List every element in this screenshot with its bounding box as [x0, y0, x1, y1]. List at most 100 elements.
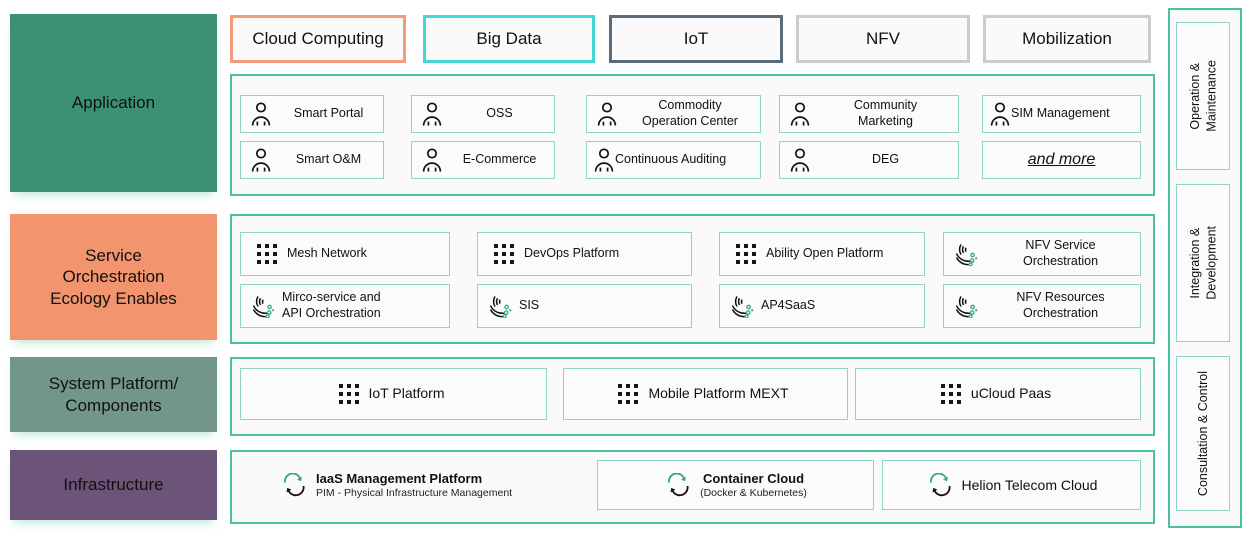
- app-item-smart-om[interactable]: Smart O&M: [240, 141, 384, 179]
- app-item-community-marketing[interactable]: Community Marketing: [779, 95, 959, 133]
- app-item-oss[interactable]: OSS: [411, 95, 555, 133]
- tab-cloud-computing[interactable]: Cloud Computing: [230, 15, 406, 63]
- person-icon: [251, 148, 271, 172]
- layer-label-infrastructure: Infrastructure: [10, 450, 217, 520]
- sidebar-item-label: Consultation & Control: [1195, 370, 1210, 497]
- tab-big-data[interactable]: Big Data: [423, 15, 595, 63]
- layer-label-service-orchestration: Service Orchestration Ecology Enables: [10, 214, 217, 340]
- sys-item-iot-platform[interactable]: IoT Platform: [240, 368, 547, 420]
- infra-item-title: Helion Telecom Cloud: [961, 476, 1098, 493]
- sys-item-ucloud-paas[interactable]: uCloud Paas: [855, 368, 1141, 420]
- sidebar-item-label: Operation & Maintenance: [1187, 60, 1218, 132]
- app-item-deg[interactable]: DEG: [779, 141, 959, 179]
- grid-icon: [940, 384, 961, 404]
- app-item-label: Smart Portal: [293, 106, 364, 121]
- orchestration-icon: [955, 296, 978, 318]
- app-item-label: OSS: [486, 106, 513, 121]
- person-icon: [790, 148, 810, 172]
- svc-item-devops-platform[interactable]: DevOps Platform: [477, 232, 692, 276]
- svc-item-sis[interactable]: SIS: [477, 284, 692, 328]
- infra-item-iaas-management-platform[interactable]: IaaS Management Platform PIM - Physical …: [270, 460, 580, 510]
- person-icon: [422, 102, 442, 126]
- app-item-label: Community Marketing: [853, 98, 918, 128]
- infra-item-text: Container Cloud (Docker & Kubernetes): [700, 471, 807, 499]
- app-item-label: DEG: [871, 152, 900, 167]
- tab-nfv[interactable]: NFV: [796, 15, 970, 63]
- app-item-label: E-Commerce: [462, 152, 537, 167]
- svc-item-label: SIS: [519, 298, 540, 313]
- sys-item-label: Mobile Platform MEXT: [648, 385, 789, 402]
- app-item-sim-management[interactable]: SIM Management: [982, 95, 1141, 133]
- infra-item-container-cloud[interactable]: Container Cloud (Docker & Kubernetes): [597, 460, 874, 510]
- orchestration-icon: [955, 244, 978, 266]
- svc-item-label: Ability Open Platform: [766, 246, 884, 261]
- grid-icon: [736, 244, 756, 264]
- layer-label-text: Infrastructure: [63, 475, 164, 495]
- svc-item-ability-open-platform[interactable]: Ability Open Platform: [719, 232, 925, 276]
- infra-item-helion-telecom-cloud[interactable]: Helion Telecom Cloud: [882, 460, 1141, 510]
- tab-label: IoT: [683, 29, 709, 48]
- svc-item-label: Mesh Network: [287, 246, 367, 261]
- app-item-and-more[interactable]: and more: [982, 141, 1141, 179]
- layer-label-system-platform: System Platform/ Components: [10, 357, 217, 432]
- cloud-icon: [668, 473, 689, 497]
- app-item-e-commerce[interactable]: E-Commerce: [411, 141, 555, 179]
- infra-item-subtitle: (Docker & Kubernetes): [700, 486, 807, 499]
- sys-item-label: IoT Platform: [368, 385, 445, 402]
- grid-icon: [618, 384, 639, 404]
- person-icon: [594, 148, 614, 172]
- orchestration-icon: [489, 296, 512, 318]
- grid-icon: [494, 244, 514, 264]
- app-item-label: and more: [1027, 151, 1096, 168]
- infra-item-subtitle: PIM - Physical Infrastructure Management: [316, 486, 513, 499]
- tab-label: NFV: [866, 29, 900, 48]
- app-item-label: Continuous Auditing: [615, 152, 727, 167]
- person-icon: [990, 102, 1010, 126]
- sidebar-item-consultation-control[interactable]: Consultation & Control: [1176, 356, 1230, 511]
- infra-item-title: Container Cloud: [702, 470, 805, 486]
- svc-item-nfv-resources-orchestration[interactable]: NFV Resources Orchestration: [943, 284, 1141, 328]
- svc-item-ap4saas[interactable]: AP4SaaS: [719, 284, 925, 328]
- layer-label-text: System Platform/ Components: [48, 374, 179, 415]
- person-icon: [422, 148, 442, 172]
- svc-item-label: DevOps Platform: [524, 246, 620, 261]
- svc-item-label: Mirco-service and API Orchestration: [282, 290, 381, 320]
- infra-item-title: IaaS Management Platform: [316, 470, 483, 486]
- infra-item-text: IaaS Management Platform PIM - Physical …: [316, 471, 580, 499]
- sidebar-item-label: Integration & Development: [1187, 226, 1218, 300]
- app-item-commodity-operation-center[interactable]: Commodity Operation Center: [586, 95, 761, 133]
- infra-item-text: Helion Telecom Cloud: [962, 477, 1098, 494]
- cloud-icon: [929, 473, 951, 497]
- layer-label-text: Service Orchestration Ecology Enables: [50, 246, 177, 308]
- app-item-label: Commodity Operation Center: [642, 98, 738, 128]
- sidebar-item-operation-maintenance[interactable]: Operation & Maintenance: [1176, 22, 1230, 170]
- tab-iot[interactable]: IoT: [609, 15, 783, 63]
- svc-item-nfv-service-orchestration[interactable]: NFV Service Orchestration: [943, 232, 1141, 276]
- tab-mobilization[interactable]: Mobilization: [983, 15, 1151, 63]
- orchestration-icon: [252, 296, 275, 318]
- app-item-label: Smart O&M: [295, 152, 362, 167]
- layer-label-text: Application: [71, 93, 156, 113]
- svc-item-label: AP4SaaS: [761, 298, 816, 313]
- sys-item-mobile-platform-mext[interactable]: Mobile Platform MEXT: [563, 368, 848, 420]
- svc-item-label: NFV Service Orchestration: [1022, 238, 1099, 268]
- person-icon: [251, 102, 271, 126]
- app-item-smart-portal[interactable]: Smart Portal: [240, 95, 384, 133]
- grid-icon: [338, 384, 359, 404]
- tab-label: Cloud Computing: [252, 29, 384, 48]
- tab-label: Big Data: [476, 29, 542, 48]
- grid-icon: [257, 244, 277, 264]
- sys-item-label: uCloud Paas: [970, 385, 1052, 402]
- svc-item-mesh-network[interactable]: Mesh Network: [240, 232, 450, 276]
- app-item-label: SIM Management: [1011, 106, 1110, 121]
- sidebar-item-integration-development[interactable]: Integration & Development: [1176, 184, 1230, 342]
- layer-label-application: Application: [10, 14, 217, 192]
- orchestration-icon: [731, 296, 754, 318]
- cloud-icon: [284, 473, 305, 497]
- svc-item-label: NFV Resources Orchestration: [1016, 290, 1105, 320]
- svc-item-microservice-api-orchestration[interactable]: Mirco-service and API Orchestration: [240, 284, 450, 328]
- person-icon: [790, 102, 810, 126]
- tab-label: Mobilization: [1022, 29, 1112, 48]
- app-item-continuous-auditing[interactable]: Continuous Auditing: [586, 141, 761, 179]
